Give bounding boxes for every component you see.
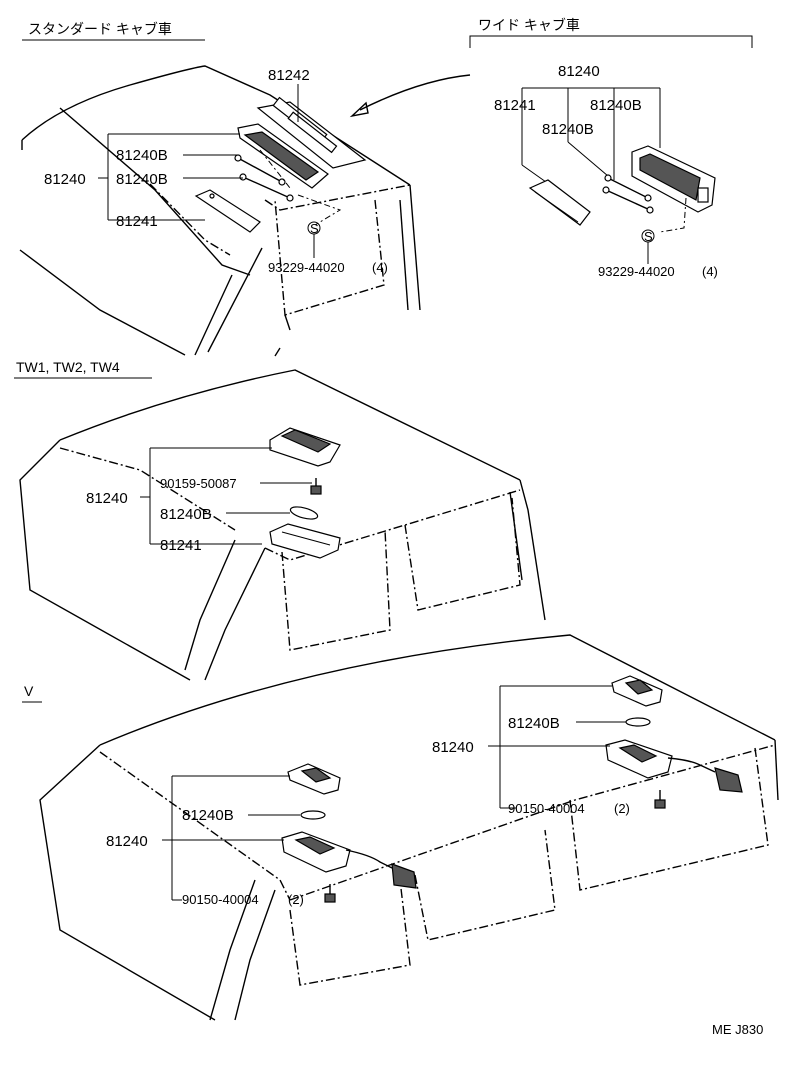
standard-cab-guide-lines — [259, 149, 342, 226]
tw-screw-90159 — [310, 478, 322, 495]
s-mark-std: S — [310, 221, 319, 236]
wide-housing-81240 — [631, 145, 716, 213]
wide-label-81240: 81240 — [558, 63, 600, 80]
wide-cab-bracket — [469, 35, 753, 48]
diagram-code: ME J830 — [712, 1022, 763, 1037]
tw-section: TW1, TW2, TW4 — [14, 359, 546, 681]
tw-lens-81241 — [269, 523, 341, 559]
v-left-label-81240: 81240 — [106, 833, 148, 850]
label-bolt-std: 93229-44020 — [268, 260, 345, 275]
wide-bulb-81240B-a — [604, 174, 652, 202]
standard-cab-section: スタンダード キャブ車 — [19, 21, 421, 357]
v-left-label-81240B: 81240B — [182, 807, 234, 824]
v-left-label-screw-qty: (2) — [288, 892, 304, 907]
v-roof-outline — [39, 634, 779, 1021]
v-left-housing — [281, 831, 417, 889]
v-section: V — [22, 634, 779, 1021]
tw-title: TW1, TW2, TW4 — [16, 359, 120, 375]
v-right-housing — [605, 739, 743, 793]
v-right-screw — [654, 790, 666, 809]
bulb-81240B-lower — [239, 173, 294, 202]
wide-cab-section: ワイド キャブ車 81240 81241 81240B 81240B — [349, 17, 753, 279]
reference-arrow — [359, 74, 471, 111]
v-right-lens — [611, 675, 663, 707]
v-left-lens — [287, 763, 341, 795]
label-81240: 81240 — [44, 171, 86, 188]
v-right-bulb — [625, 717, 651, 727]
label-bolt-std-qty: (4) — [372, 260, 388, 275]
tw-lamp-body — [269, 427, 341, 467]
v-right-label-81240B: 81240B — [508, 715, 560, 732]
wide-label-81240B-b: 81240B — [542, 121, 594, 138]
tw-label-screw: 90159-50087 — [160, 476, 237, 491]
wide-bulb-81240B-b — [602, 186, 654, 214]
label-81240B-upper: 81240B — [116, 147, 168, 164]
wide-cab-title: ワイド キャブ車 — [478, 17, 580, 33]
wide-leader-cover — [521, 164, 547, 183]
wide-cover-81241 — [528, 179, 591, 226]
wide-label-bolt: 93229-44020 — [598, 264, 675, 279]
v-left-bracket — [171, 775, 290, 901]
v-left-screw — [324, 884, 336, 903]
v-right-bracket — [499, 685, 612, 809]
wide-label-81240B-a: 81240B — [590, 97, 642, 114]
tw-roof-outline — [19, 369, 546, 681]
v-right-label-screw-qty: (2) — [614, 801, 630, 816]
v-right-label-81240: 81240 — [432, 739, 474, 756]
lens-81242 — [256, 96, 367, 169]
tw-label-81241: 81241 — [160, 537, 202, 554]
housing-81240 — [237, 123, 329, 189]
tw-bulb-81240B — [289, 506, 319, 520]
wide-label-bolt-qty: (4) — [702, 264, 718, 279]
tw-label-81240: 81240 — [86, 490, 128, 507]
wide-s-mark: S — [644, 229, 653, 244]
label-81242: 81242 — [268, 67, 310, 84]
label-81241: 81241 — [116, 213, 158, 230]
tw-bracket-81240 — [149, 447, 272, 545]
v-title: V — [24, 683, 34, 699]
standard-cab-title: スタンダード キャブ車 — [28, 21, 172, 37]
cover-81241 — [194, 189, 261, 233]
tw-label-81240B: 81240B — [160, 506, 212, 523]
v-left-bulb — [300, 810, 326, 820]
wide-bracket-81240 — [521, 87, 661, 180]
wide-label-81241: 81241 — [494, 97, 536, 114]
wide-guide-line — [659, 197, 687, 233]
v-right-label-screw: 90150-40004 — [508, 801, 585, 816]
label-81240B-lower: 81240B — [116, 171, 168, 188]
v-left-label-screw: 90150-40004 — [182, 892, 259, 907]
wide-leader-bulb-a — [567, 141, 609, 177]
reference-arrow-head — [349, 101, 369, 118]
